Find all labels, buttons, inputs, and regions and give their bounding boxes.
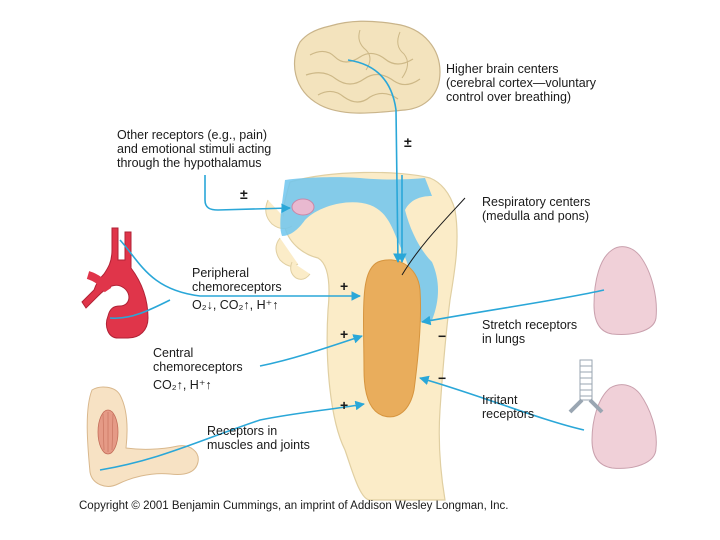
arrows <box>99 59 605 471</box>
label-respiratory-centers: Respiratory centers(medulla and pons) <box>482 195 591 223</box>
sign-central: + <box>340 326 349 342</box>
lung-upper <box>593 246 657 335</box>
trachea <box>568 359 604 414</box>
sign-hypothalamus: ± <box>240 186 248 202</box>
hypothalamus-region <box>280 177 438 322</box>
sign-stretch: − <box>438 328 447 344</box>
label-other-receptors: Other receptors (e.g., pain)and emotiona… <box>117 128 272 170</box>
respiratory-center <box>363 259 422 418</box>
arm-illustration <box>86 386 199 487</box>
brain-illustration <box>294 20 441 114</box>
arrow-higher-brain <box>347 59 403 263</box>
aortic-arch <box>81 227 149 339</box>
arrow-respiratory-centers-leader <box>401 197 466 276</box>
sign-irritant: − <box>438 370 447 386</box>
arrow-central <box>259 334 363 367</box>
arrow-peripheral-from-carotid <box>119 239 361 301</box>
sign-peripheral: + <box>340 278 349 294</box>
sign-higher-brain: ± <box>404 134 412 150</box>
hypothalamus-nucleus <box>291 198 315 216</box>
lung-lower <box>591 384 657 469</box>
arrow-muscles <box>99 400 365 471</box>
arrow-hypothalamus <box>204 175 291 214</box>
sign-muscles: + <box>340 397 349 413</box>
arrow-peripheral-from-aorta <box>109 299 171 320</box>
arrow-irritant <box>419 375 585 431</box>
arrow-stretch <box>421 289 605 326</box>
copyright-notice: Copyright © 2001 Benjamin Cummings, an i… <box>79 500 509 512</box>
label-higher-brain: Higher brain centers(cerebral cortex—vol… <box>446 62 597 104</box>
